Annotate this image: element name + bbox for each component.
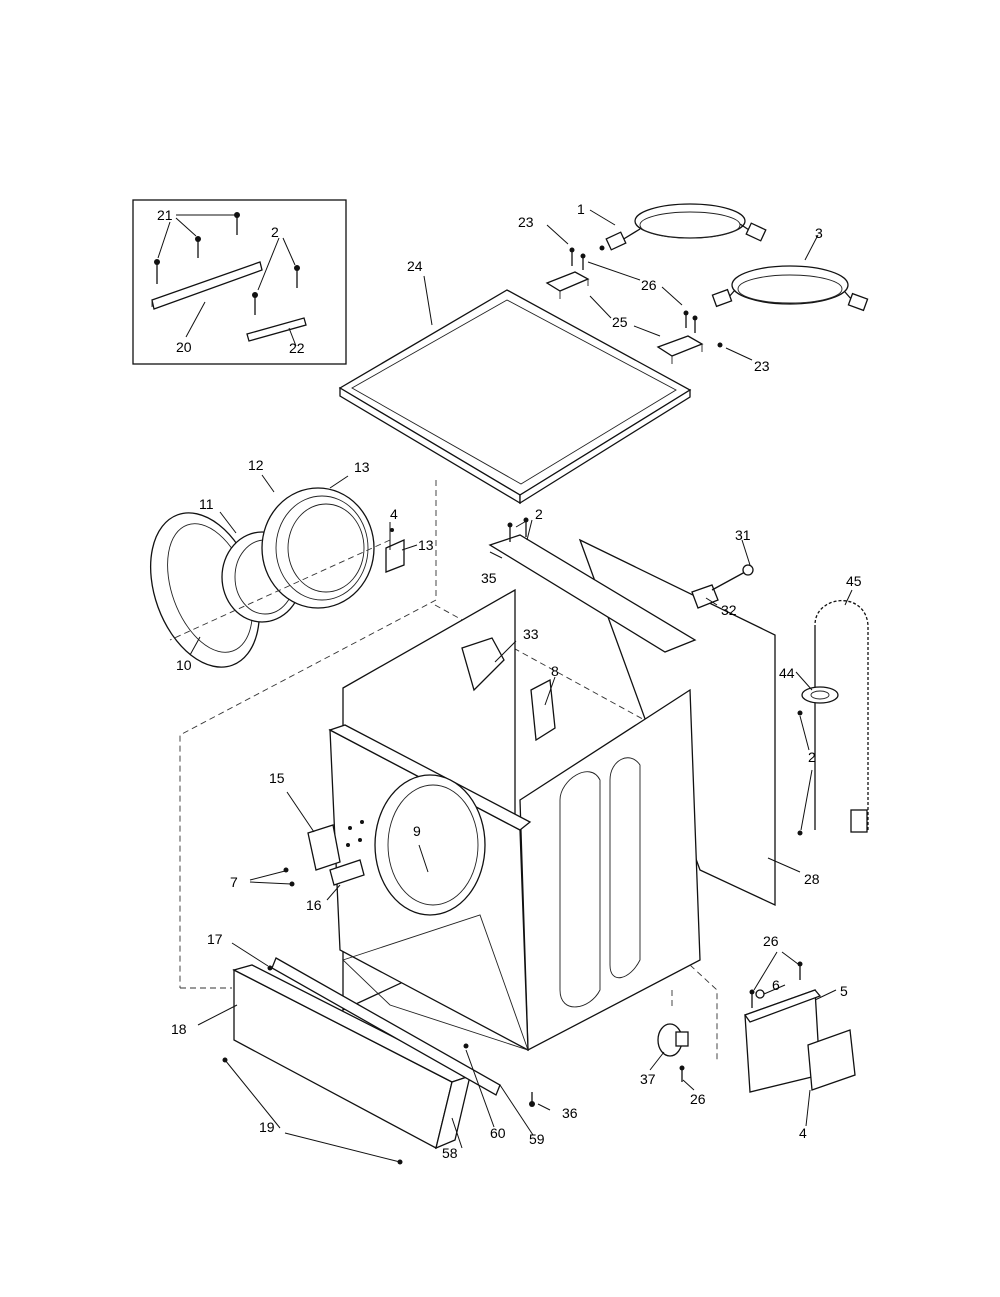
kick-panel-18	[232, 964, 472, 1150]
motor-bracket-5	[743, 989, 856, 1093]
motor-4	[807, 1029, 856, 1091]
callout-17: 17	[207, 931, 223, 947]
door-hinge-13	[385, 538, 405, 573]
callout-60: 60	[490, 1125, 506, 1141]
strike-16	[329, 859, 365, 886]
callout-15: 15	[269, 770, 285, 786]
callout-2-inset: 2	[271, 224, 279, 240]
door-inner-frame-12	[261, 487, 375, 609]
valve-32	[691, 584, 719, 609]
cabinet-body	[283, 517, 803, 1052]
callout-28: 28	[804, 871, 820, 887]
pump-37	[657, 1023, 689, 1057]
top-mount-brackets	[545, 245, 723, 364]
callout-21: 21	[157, 207, 173, 223]
callout-3: 3	[815, 225, 823, 241]
callout-26-right: 26	[763, 933, 779, 949]
callout-36: 36	[562, 1105, 578, 1121]
callout-23-left: 23	[518, 214, 534, 230]
callout-5: 5	[840, 983, 848, 999]
callout-2-top: 2	[535, 506, 543, 522]
inlet-hose-3	[711, 265, 869, 312]
callout-32: 32	[721, 602, 737, 618]
callout-33: 33	[523, 626, 539, 642]
callout-11: 11	[199, 496, 214, 512]
callout-16: 16	[306, 897, 322, 913]
bracket-25-b	[656, 335, 704, 357]
door-assembly	[149, 487, 405, 668]
callout-24: 24	[407, 258, 423, 274]
top-panel-24	[338, 289, 692, 505]
callout-12: 12	[248, 457, 264, 473]
callout-23-right: 23	[754, 358, 770, 374]
callout-26-bottom: 26	[690, 1091, 706, 1107]
callout-10: 10	[176, 657, 192, 673]
callout-19: 19	[259, 1119, 275, 1135]
callout-9: 9	[413, 823, 421, 839]
callout-31: 31	[735, 527, 751, 543]
callout-7: 7	[230, 874, 238, 890]
gasket-44	[801, 686, 839, 704]
callout-2-rear: 2	[808, 749, 816, 765]
callout-35: 35	[481, 570, 497, 586]
inset-hardware-kit	[132, 199, 347, 365]
callout-labels: 21 2 20 22 1 3 23 24 26 25 23 12 13 11 4…	[157, 201, 862, 1161]
callout-59: 59	[529, 1131, 545, 1147]
callout-37: 37	[640, 1071, 656, 1087]
callout-25: 25	[612, 314, 628, 330]
callout-4-door: 4	[390, 506, 398, 522]
callout-1: 1	[577, 201, 585, 217]
inlet-hose-1	[605, 203, 767, 251]
callout-45: 45	[846, 573, 862, 589]
callout-20: 20	[176, 339, 192, 355]
inset-screws	[154, 212, 300, 315]
plate-22	[246, 317, 307, 342]
pressure-switch-33	[461, 637, 505, 692]
callout-4-bottom: 4	[799, 1125, 807, 1141]
hinge-bracket-15	[307, 824, 341, 871]
drain-hose-45	[812, 598, 871, 833]
callout-13-top: 13	[354, 459, 370, 475]
callout-26-top: 26	[641, 277, 657, 293]
bracket-20	[151, 261, 263, 310]
callout-8: 8	[551, 663, 559, 679]
bracket-25-a	[545, 271, 590, 292]
bracket-8	[530, 678, 556, 742]
callout-18: 18	[171, 1021, 187, 1037]
callout-6: 6	[772, 977, 780, 993]
panel-58	[271, 957, 501, 1096]
callout-13-hinge: 13	[418, 537, 434, 553]
callout-58: 58	[442, 1145, 458, 1161]
inset-frame	[132, 199, 347, 365]
callout-22: 22	[289, 340, 305, 356]
callout-44: 44	[779, 665, 795, 681]
knob-31	[742, 564, 754, 576]
